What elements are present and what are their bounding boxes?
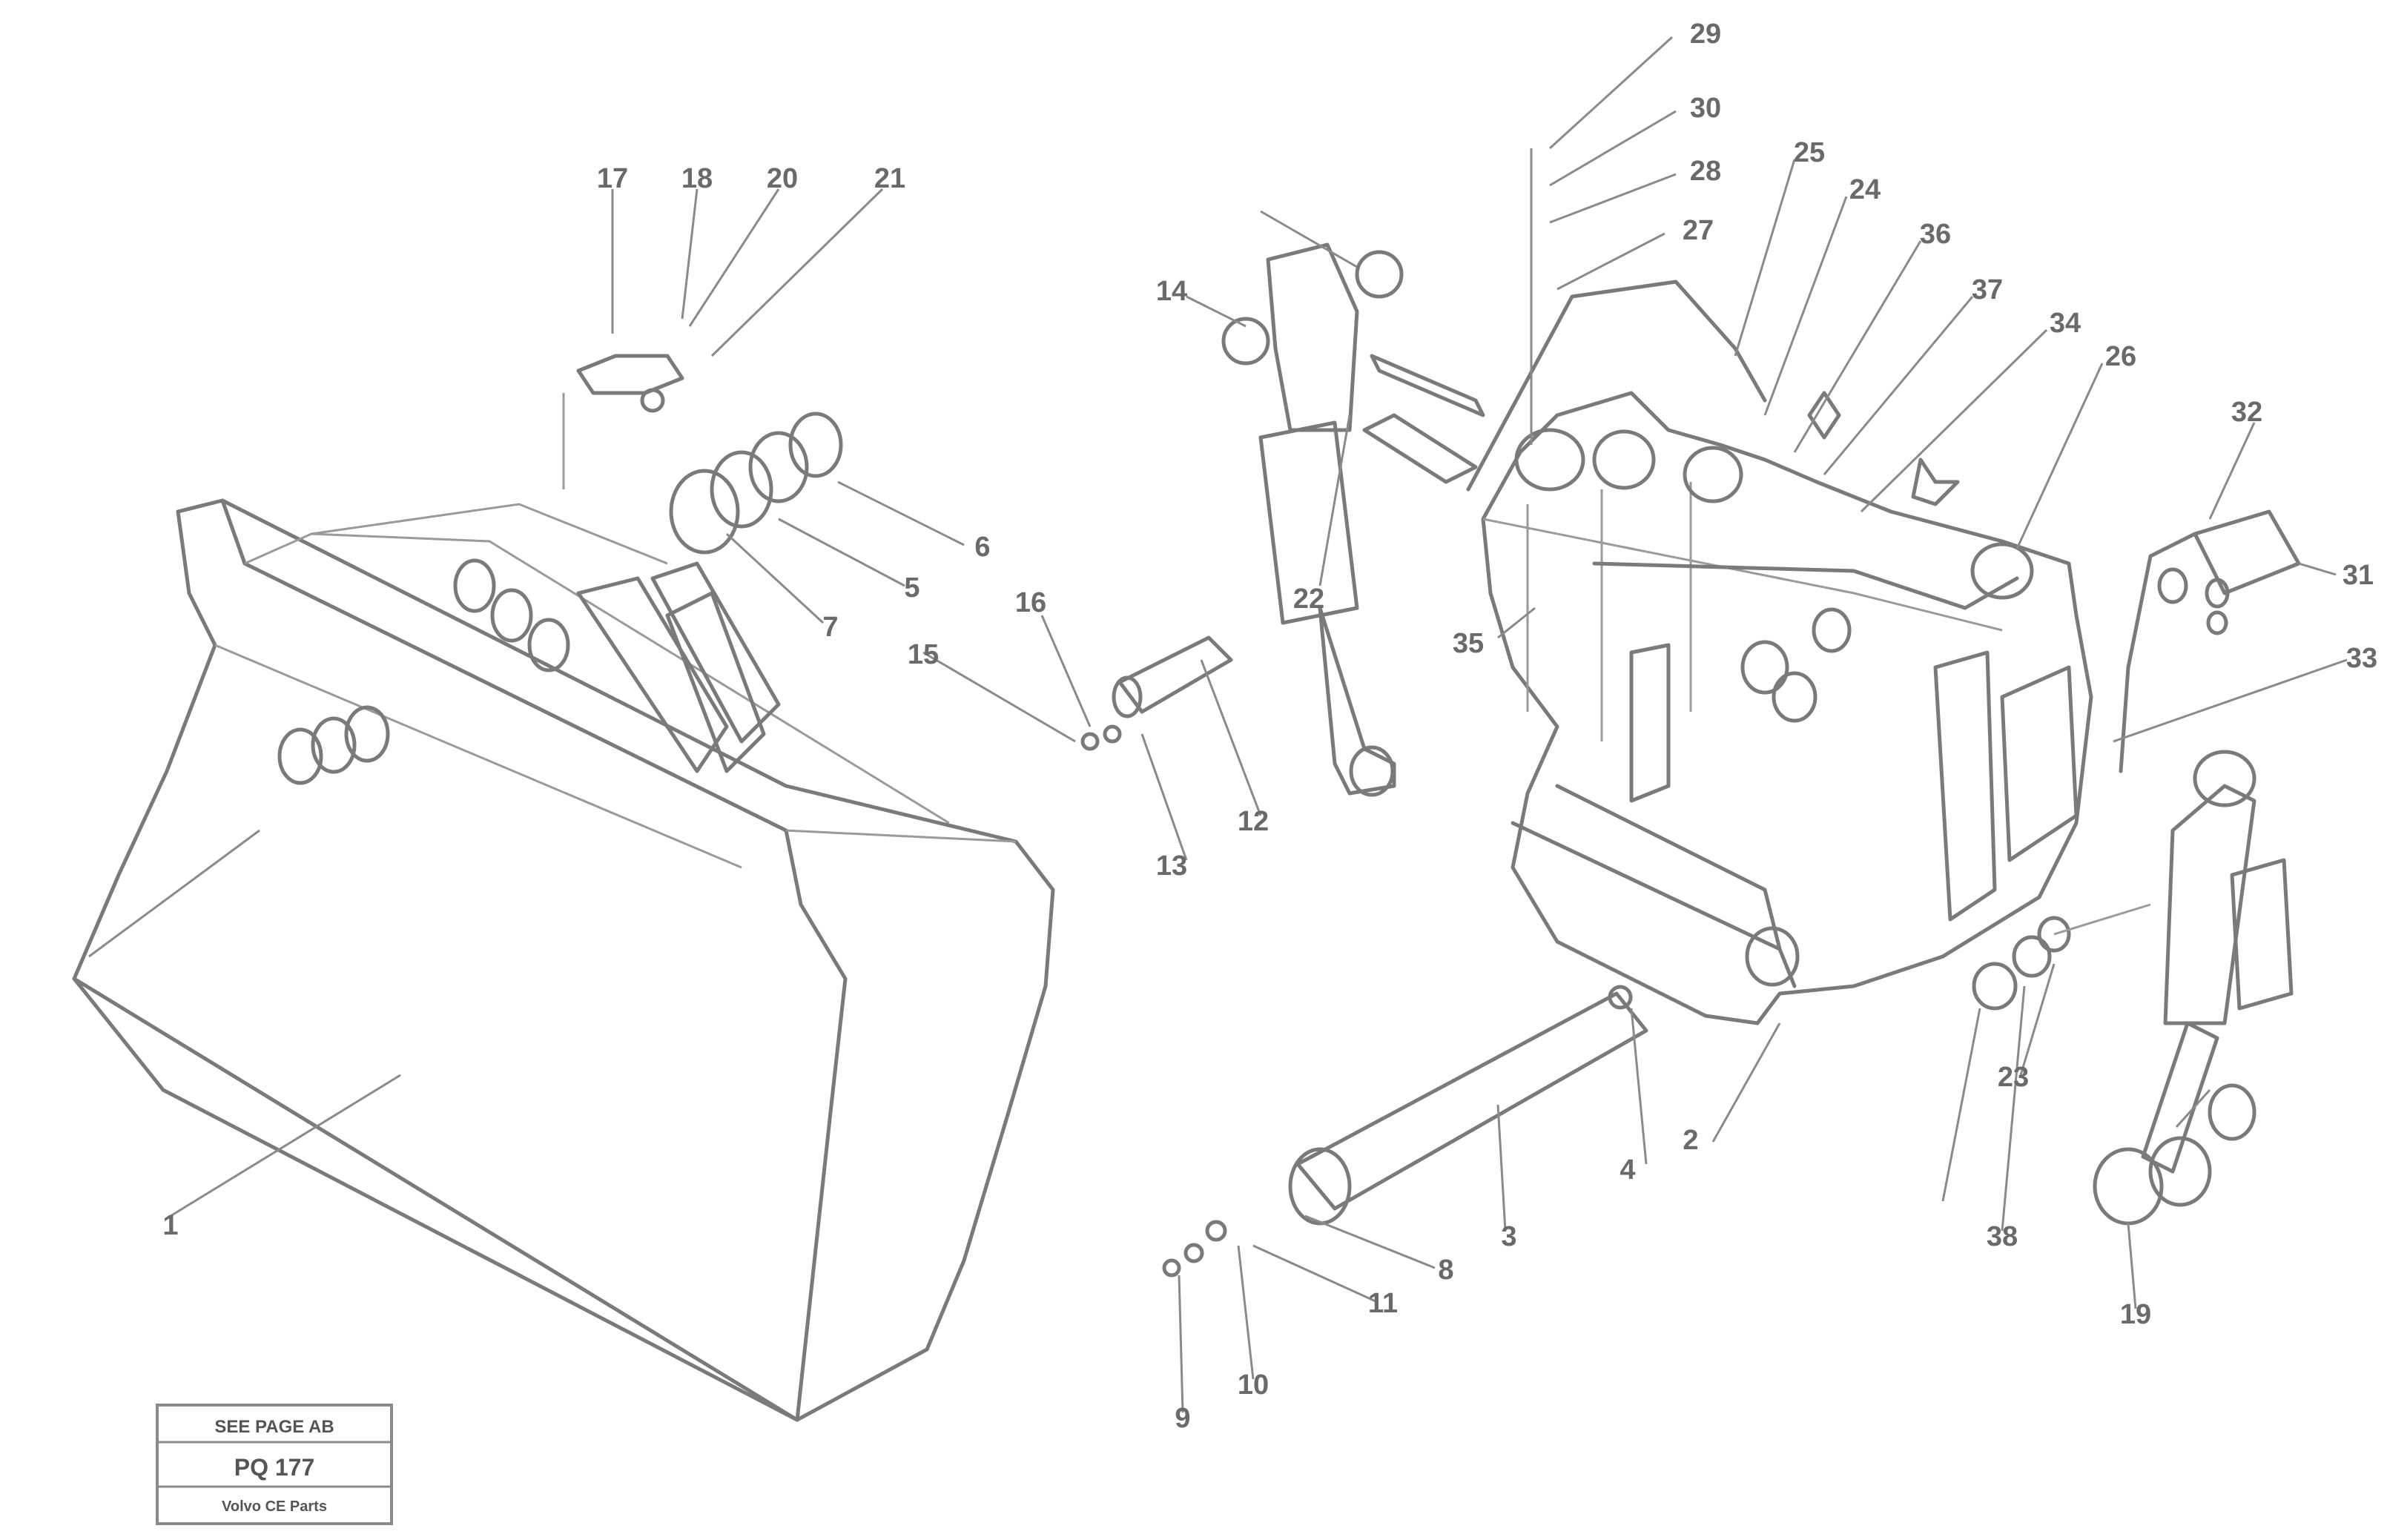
callout-18: 18 (681, 163, 713, 194)
bucket-drawing (72, 498, 1055, 1422)
callout-34: 34 (2050, 308, 2081, 339)
callout-30: 30 (1690, 93, 1721, 124)
callout-32: 32 (2231, 397, 2262, 428)
callout-12: 12 (1238, 806, 1269, 837)
callout-5: 5 (904, 572, 920, 604)
callout-14: 14 (1156, 276, 1187, 307)
callout-22: 22 (1293, 584, 1324, 615)
title-block-reference: SEE PAGE AB (214, 1417, 334, 1437)
callout-26: 26 (2105, 341, 2136, 372)
callout-31: 31 (2343, 560, 2374, 591)
title-block-footer: Volvo CE Parts (222, 1498, 327, 1515)
callout-6: 6 (974, 532, 990, 563)
callout-21: 21 (874, 163, 905, 194)
callout-36: 36 (1920, 219, 1951, 250)
title-block: SEE PAGE AB PQ 177 Volvo CE Parts (156, 1404, 393, 1525)
callout-10: 10 (1238, 1369, 1269, 1401)
leader-lines (88, 36, 2348, 1413)
callout-20: 20 (767, 163, 798, 194)
coupler-frame-drawing (1466, 280, 2093, 1025)
right-cylinder-drawing (1592, 509, 2301, 1226)
callout-labels: 29 30 28 27 25 24 36 37 34 26 35 14 17 1… (162, 19, 2377, 1434)
callout-28: 28 (1690, 156, 1721, 187)
bottom-pin-drawing (1162, 985, 1648, 1278)
title-block-code: PQ 177 (234, 1454, 315, 1481)
callout-19: 19 (2120, 1299, 2151, 1330)
callout-33: 33 (2346, 643, 2377, 674)
callout-9: 9 (1175, 1403, 1190, 1434)
callout-23: 23 (1998, 1062, 2029, 1093)
callout-35: 35 (1453, 628, 1484, 659)
callout-8: 8 (1438, 1255, 1453, 1286)
callout-11: 11 (1368, 1288, 1398, 1319)
left-cylinder-drawing (1080, 242, 1485, 797)
callout-15: 15 (908, 639, 939, 670)
callout-38: 38 (1987, 1221, 2018, 1252)
callout-7: 7 (822, 612, 838, 643)
callout-13: 13 (1156, 850, 1187, 882)
callout-16: 16 (1015, 587, 1046, 618)
callout-2: 2 (1683, 1125, 1698, 1156)
callout-3: 3 (1501, 1221, 1516, 1252)
callout-25: 25 (1794, 137, 1825, 168)
callout-17: 17 (597, 163, 628, 194)
callout-27: 27 (1683, 215, 1714, 246)
pin-bushings-drawing (562, 354, 843, 773)
callout-37: 37 (1972, 274, 2003, 305)
callout-29: 29 (1690, 19, 1721, 50)
callout-24: 24 (1849, 174, 1881, 205)
callout-4: 4 (1620, 1154, 1635, 1186)
callout-1: 1 (162, 1210, 178, 1241)
